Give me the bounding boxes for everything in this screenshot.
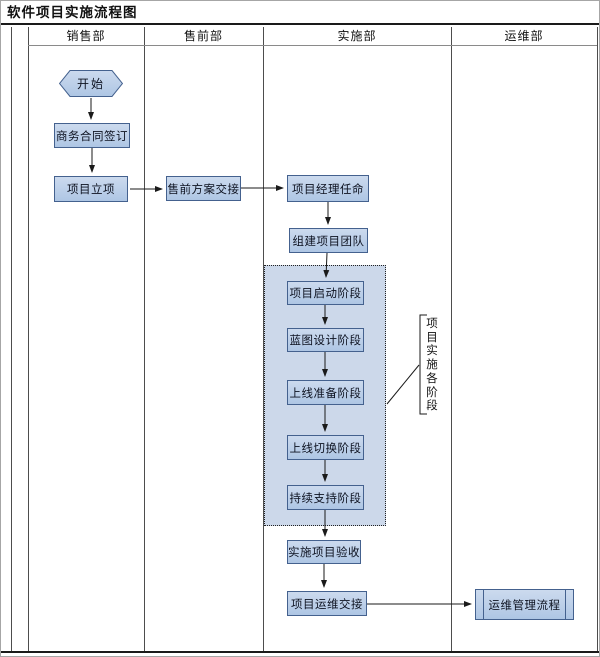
- flow-node-pm-appointment: 项目经理任命: [287, 175, 369, 202]
- flow-node-stage-kickoff: 项目启动阶段: [287, 281, 364, 305]
- flow-node-stage-golive-switch: 上线切换阶段: [287, 435, 364, 460]
- stage-bracket-annotation: 项目实施各阶段: [426, 318, 438, 413]
- table-left-edge: [11, 27, 12, 652]
- flow-node-contract-signing: 商务合同签订: [54, 123, 130, 148]
- lane-header-presales: 售前部: [183, 29, 223, 43]
- flow-node-ops-handover: 项目运维交接: [287, 591, 367, 616]
- flow-node-stage-golive-prep: 上线准备阶段: [287, 380, 364, 405]
- flow-node-start: 开始: [59, 70, 123, 97]
- flow-node-stage-support: 持续支持阶段: [287, 485, 364, 510]
- lane-divider-presales-impl: [263, 27, 264, 652]
- lane-header-divider: [28, 45, 597, 46]
- flow-node-project-acceptance: 实施项目验收: [287, 540, 361, 564]
- flow-node-team-building: 组建项目团队: [289, 228, 368, 253]
- lane-header-impl: 实施部: [337, 29, 377, 43]
- lane-header-ops: 运维部: [504, 29, 544, 43]
- table-bottom-edge: [1, 651, 599, 653]
- phase-column-divider: [28, 27, 29, 652]
- flow-node-stage-blueprint: 蓝图设计阶段: [287, 328, 364, 352]
- page-title: 软件项目实施流程图: [1, 1, 599, 25]
- flow-node-ops-process: 运维管理流程: [475, 589, 574, 620]
- table-right-edge: [597, 27, 598, 652]
- lane-divider-impl-ops: [451, 27, 452, 652]
- start-label: 开始: [76, 77, 105, 91]
- lane-header-sales: 销售部: [66, 29, 106, 43]
- lane-divider-sales-presales: [144, 27, 145, 652]
- flow-node-project-initiation: 项目立项: [54, 176, 128, 202]
- flow-node-presales-handover: 售前方案交接: [166, 176, 241, 201]
- hexagon-shape: [59, 70, 123, 97]
